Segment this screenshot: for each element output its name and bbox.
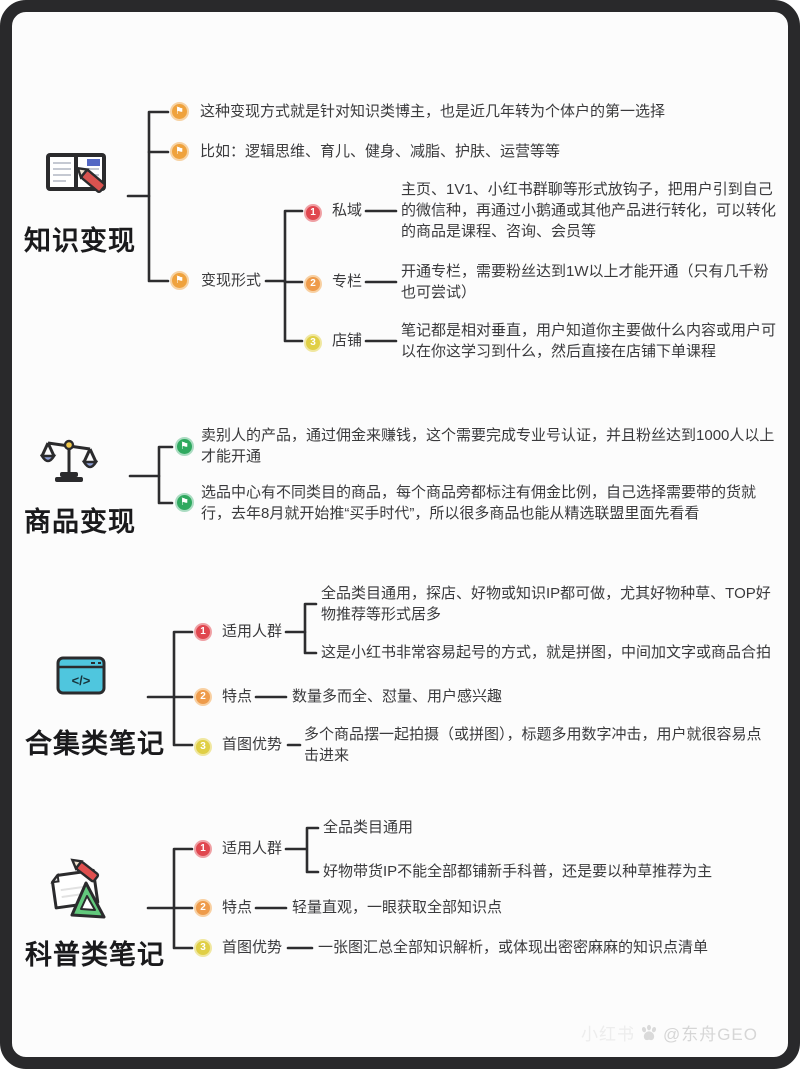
flag-icon: ⚑: [175, 437, 194, 456]
branch-label: 适用人群: [222, 623, 283, 640]
paw-icon: [639, 1023, 659, 1043]
sub-label: 店铺: [332, 332, 363, 349]
branch-text: 数量多而全、怼量、用户感兴趣: [292, 688, 503, 705]
branch-label: 变现形式: [201, 272, 262, 289]
number-badge-2: 2: [194, 688, 212, 706]
sub-text: 笔记都是相对垂直，用户知道你主要做什么内容或用户可以在你这学习到什么，然后直接在…: [401, 322, 777, 360]
number-badge-2: 2: [304, 275, 322, 293]
branch-text: 这种变现方式就是针对知识类博主，也是近几年转为个体户的第一选择: [200, 103, 666, 120]
book-pencil-icon: [44, 148, 108, 205]
branch-text: 一张图汇总全部知识解析，或体现出密密麻麻的知识点清单: [318, 939, 709, 956]
section-title-product: 商品变现: [24, 507, 136, 537]
sub-label: 专栏: [332, 273, 363, 290]
number-badge-1: 1: [304, 204, 322, 222]
watermark: 小红书 @东舟GEO: [581, 1020, 758, 1045]
section-title-collection: 合集类笔记: [25, 729, 165, 759]
branch-text: 轻量直观，一眼获取全部知识点: [292, 899, 503, 916]
branch-text: 选品中心有不同类目的商品，每个商品旁都标注有佣金比例，自己选择需要带的货就行，去…: [201, 484, 757, 522]
branch-text: 比如：逻辑思维、育儿、健身、减脂、护肤、运营等等: [200, 143, 561, 160]
branch-label: 首图优势: [222, 736, 283, 753]
flag-icon: ⚑: [170, 271, 189, 290]
watermark-prefix: 小红书: [580, 1025, 635, 1044]
branch-label: 适用人群: [222, 840, 283, 857]
balance-scale-icon: [39, 430, 99, 491]
section-title-science: 科普类笔记: [25, 940, 165, 970]
code-window-icon: </>: [56, 656, 106, 701]
number-badge-3: 3: [304, 334, 322, 352]
sub-text: 开通专栏，需要粉丝达到1W以上才能开通（只有几千粉也可尝试）: [401, 263, 769, 301]
branch-label: 特点: [222, 688, 253, 705]
sub-text: 好物带货IP不能全部都铺新手科普，还是要以种草推荐为主: [323, 863, 713, 880]
flag-icon: ⚑: [170, 142, 189, 161]
section-title-knowledge: 知识变现: [24, 226, 136, 256]
number-badge-3: 3: [194, 738, 212, 756]
sub-text: 主页、1V1、小红书群聊等形式放钩子，把用户引到自己的微信种，再通过小鹅通或其他…: [401, 181, 777, 240]
svg-text:</>: </>: [72, 673, 91, 688]
branch-label: 特点: [222, 899, 253, 916]
sub-label: 私域: [332, 202, 363, 219]
number-badge-1: 1: [194, 623, 212, 641]
branch-label: 首图优势: [222, 939, 283, 956]
number-badge-2: 2: [194, 899, 212, 917]
number-badge-1: 1: [194, 840, 212, 858]
number-badge-3: 3: [194, 939, 212, 957]
branch-text: 多个商品摆一起拍摄（或拼图），标题多用数字冲击，用户就很容易点击进来: [304, 726, 762, 764]
sub-text: 全品类目通用: [323, 819, 414, 836]
branch-text: 卖别人的产品，通过佣金来赚钱，这个需要完成专业号认证，并且粉丝达到1000人以上…: [201, 427, 775, 465]
sub-text: 这是小红书非常容易起号的方式，就是拼图，中间加文字或商品合拍: [321, 644, 772, 661]
flag-icon: ⚑: [175, 493, 194, 512]
flag-icon: ⚑: [170, 102, 189, 121]
sub-text: 全品类目通用，探店、好物或知识IP都可做，尤其好物种草、TOP好物推荐等形式居多: [321, 585, 771, 623]
watermark-handle: @东舟GEO: [662, 1025, 758, 1044]
paper-pencil-ruler-icon: [46, 855, 110, 926]
